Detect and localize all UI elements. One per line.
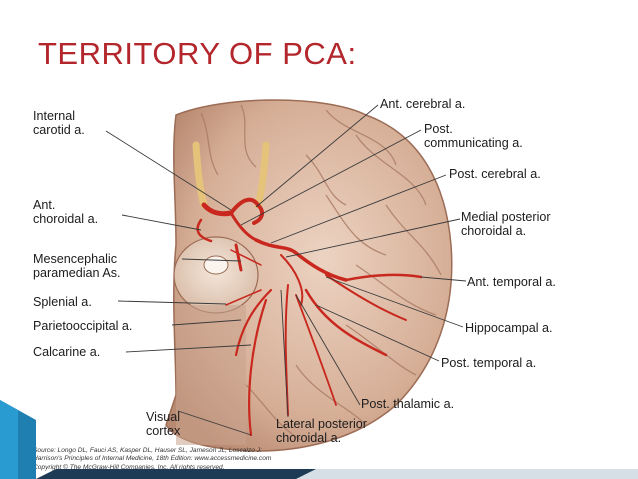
medial-posterior-choroidal-artery <box>280 254 304 306</box>
internal-carotid-artery <box>201 202 234 217</box>
label-parietooccipital: Parietooccipital a. <box>33 319 133 333</box>
parietooccipital-artery <box>234 288 273 357</box>
label-medial-posterior-choroidal: Medial posterior choroidal a. <box>461 210 551 238</box>
calcarine-artery <box>248 298 268 437</box>
olfactory-tract-left <box>192 141 208 209</box>
label-internal-carotid: Internal carotid a. <box>33 109 85 137</box>
label-ant-temporal: Ant. temporal a. <box>467 275 556 289</box>
posterior-thalamic-artery <box>295 294 337 406</box>
hippocampal-artery <box>325 274 407 321</box>
label-ant-cerebral: Ant. cerebral a. <box>380 97 466 111</box>
label-post-cerebral: Post. cerebral a. <box>449 167 541 181</box>
posterior-communicating-artery <box>229 211 258 242</box>
posterior-cerebral-artery <box>254 238 348 282</box>
label-lateral-posterior-choroidal: Lateral posterior choroidal a. <box>276 417 368 445</box>
figure-source-citation: Source: Longo DL, Fauci AS, Kasper DL, H… <box>33 447 272 471</box>
label-splenial: Splenial a. <box>33 295 92 309</box>
brain-illustration <box>105 99 467 452</box>
label-mesencephalic: Mesencephalic paramedian As. <box>33 252 121 280</box>
label-hippocampal: Hippocampal a. <box>465 321 553 335</box>
olfactory-tract-right <box>254 141 270 209</box>
basilar-artery <box>234 243 243 272</box>
slide-corner-accent <box>0 400 36 479</box>
label-ant-choroidal: Ant. choroidal a. <box>33 198 99 226</box>
posterior-temporal-artery <box>304 288 388 357</box>
anterior-temporal-artery <box>344 273 423 282</box>
anterior-choroidal-artery <box>196 218 213 243</box>
medial-cut-surface <box>176 305 246 445</box>
label-post-thalamic: Post. thalamic a. <box>361 397 455 411</box>
label-calcarine: Calcarine a. <box>33 345 101 359</box>
mesencephalic-paramedian-arteries <box>230 249 262 266</box>
slide-bottom-bar <box>36 469 638 479</box>
label-post-communicating: Post. communicating a. <box>424 122 523 150</box>
label-post-temporal: Post. temporal a. <box>441 356 537 370</box>
midbrain <box>173 236 259 314</box>
slide-title: TERRITORY OF PCA: <box>38 36 357 71</box>
splenial-artery <box>225 289 262 306</box>
label-visual-cortex: Visual cortex <box>146 410 181 438</box>
